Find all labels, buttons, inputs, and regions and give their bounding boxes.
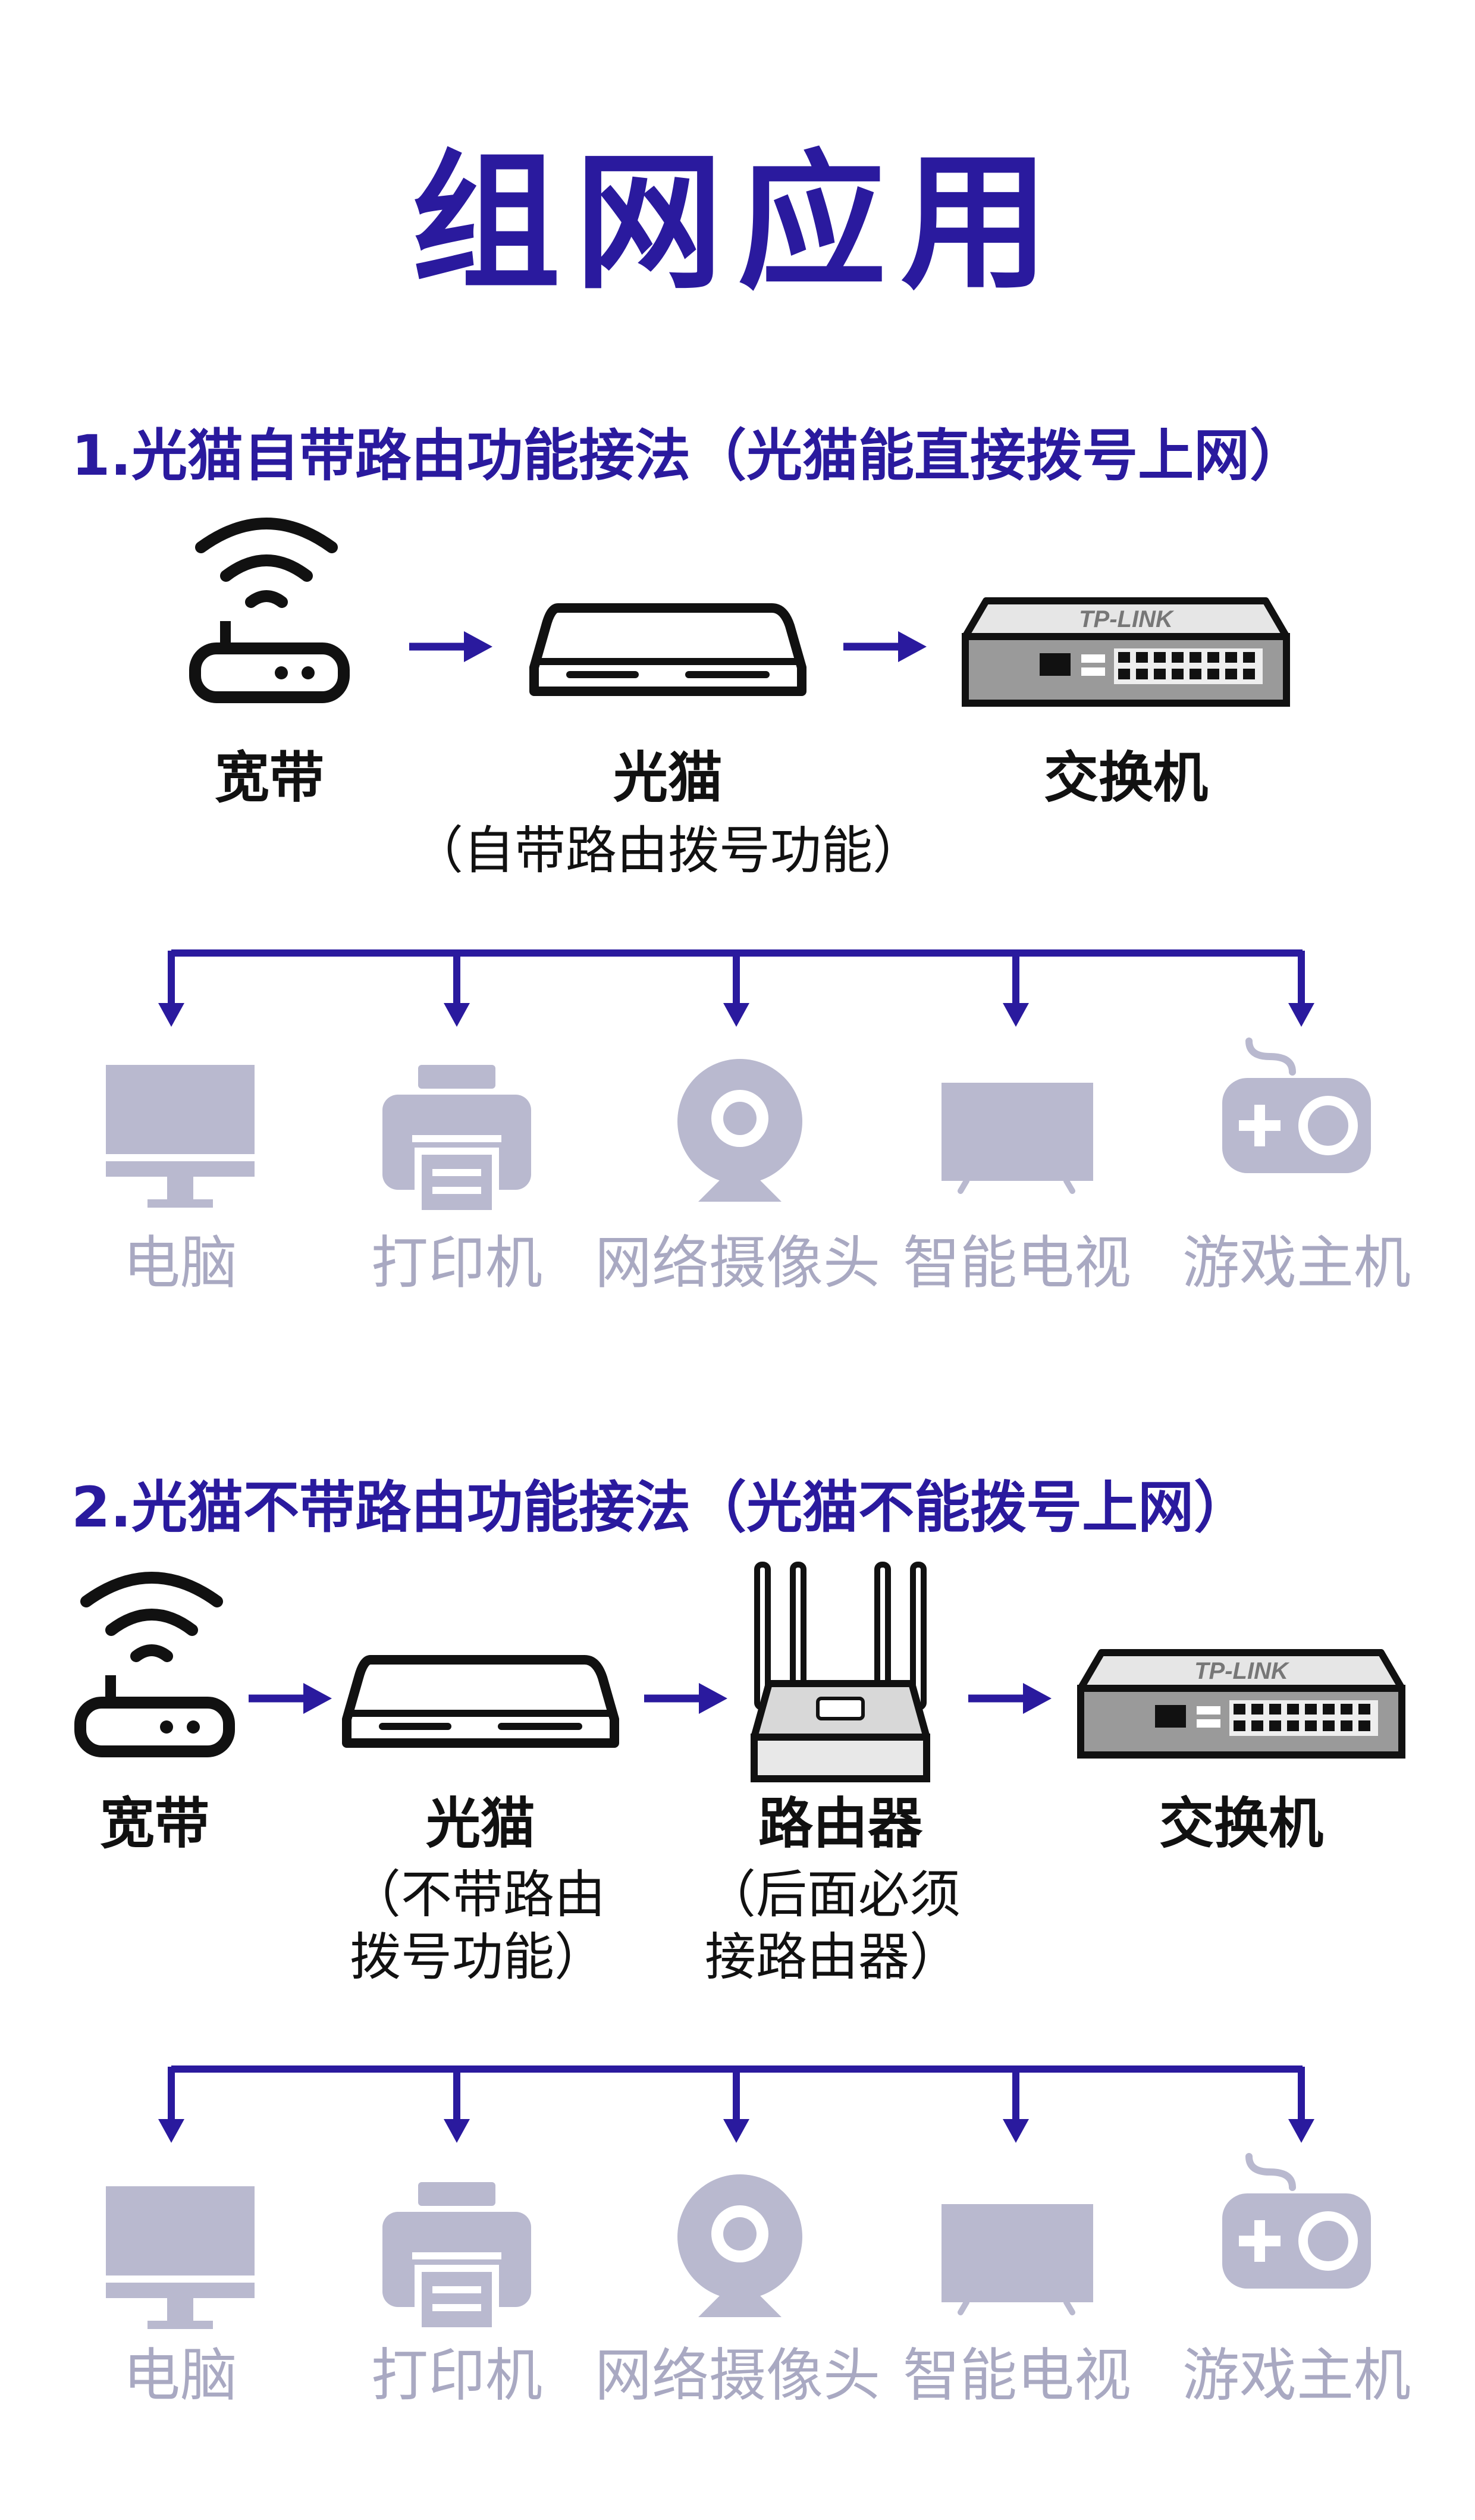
client-label-webcam: 网络摄像头 xyxy=(595,1230,880,1296)
section2-devices xyxy=(80,1565,1402,1779)
arrow-down-icon xyxy=(158,2067,184,2143)
device-label-switch: 交换机 xyxy=(1043,746,1208,810)
section1-clients xyxy=(106,1041,1371,1214)
page-title: 组网应用 xyxy=(412,136,1063,309)
arrow-icon xyxy=(409,631,492,662)
section2-clients xyxy=(106,2157,1371,2331)
computer-icon xyxy=(106,1065,255,1208)
webcam-icon xyxy=(677,1059,802,1202)
switch-icon xyxy=(1081,1653,1402,1755)
arrow-down-icon xyxy=(444,2067,470,2143)
client-label-tv: 智能电视 xyxy=(903,2342,1131,2409)
section2-heading: 2.光猫不带路由功能接法（光猫不能拨号上网） xyxy=(71,1475,1250,1540)
computer-icon xyxy=(106,2186,255,2329)
printer-icon xyxy=(382,1065,531,1214)
client-label-printer: 打印机 xyxy=(371,1230,542,1296)
client-label-computer: 电脑 xyxy=(123,1230,237,1296)
device-note-modem: （自带路由拨号功能） xyxy=(412,821,924,880)
arrow-icon xyxy=(843,631,927,662)
arrow-down-icon xyxy=(1288,951,1314,1027)
arrow-icon xyxy=(644,1683,727,1714)
arrow-icon xyxy=(968,1683,1052,1714)
client-label-computer: 电脑 xyxy=(123,2342,237,2409)
smart-tv-icon xyxy=(942,2204,1093,2312)
arrow-down-icon xyxy=(158,951,184,1027)
client-label-printer: 打印机 xyxy=(371,2342,542,2409)
client-label-tv: 智能电视 xyxy=(903,1230,1131,1296)
device-label-router: 路由器 xyxy=(758,1792,922,1855)
device-label-broadband: 宽带 xyxy=(214,746,324,810)
device-note-router-line2: 接路由器） xyxy=(705,1927,961,1987)
router-icon xyxy=(754,1565,927,1779)
client-label-game: 游戏主机 xyxy=(1182,2342,1411,2409)
arrow-icon xyxy=(249,1683,332,1714)
device-label-modem: 光猫 xyxy=(613,746,723,810)
arrow-down-icon xyxy=(1003,951,1029,1027)
section1-bus xyxy=(158,951,1314,1027)
device-note-modem-line1: （不带路由 xyxy=(350,1865,605,1925)
section1-heading: 1.光猫自带路由功能接法（光猫能直接拨号上网） xyxy=(71,424,1306,488)
optical-modem-icon xyxy=(347,1660,614,1743)
optical-modem-icon xyxy=(534,608,802,691)
section2-bus xyxy=(158,2067,1314,2143)
game-console-icon xyxy=(1222,1041,1371,1173)
switch-icon xyxy=(965,601,1286,703)
printer-icon xyxy=(382,2182,531,2331)
webcam-icon xyxy=(677,2174,802,2317)
game-console-icon xyxy=(1222,2157,1371,2289)
arrow-down-icon xyxy=(444,951,470,1027)
smart-tv-icon xyxy=(942,1083,1093,1191)
arrow-down-icon xyxy=(723,2067,749,2143)
section1-devices xyxy=(195,524,1286,703)
device-label-modem: 光猫 xyxy=(425,1792,535,1855)
arrow-down-icon xyxy=(723,951,749,1027)
device-note-modem-line2: 拨号功能） xyxy=(350,1927,605,1987)
arrow-down-icon xyxy=(1288,2067,1314,2143)
device-label-broadband: 宽带 xyxy=(99,1792,209,1855)
client-label-game: 游戏主机 xyxy=(1182,1230,1411,1296)
broadband-icon xyxy=(80,1578,229,1751)
device-note-router-line1: （后面必须 xyxy=(705,1865,961,1925)
client-label-webcam: 网络摄像头 xyxy=(595,2342,880,2409)
device-label-switch: 交换机 xyxy=(1159,1792,1323,1855)
arrow-down-icon xyxy=(1003,2067,1029,2143)
broadband-icon xyxy=(195,524,344,697)
